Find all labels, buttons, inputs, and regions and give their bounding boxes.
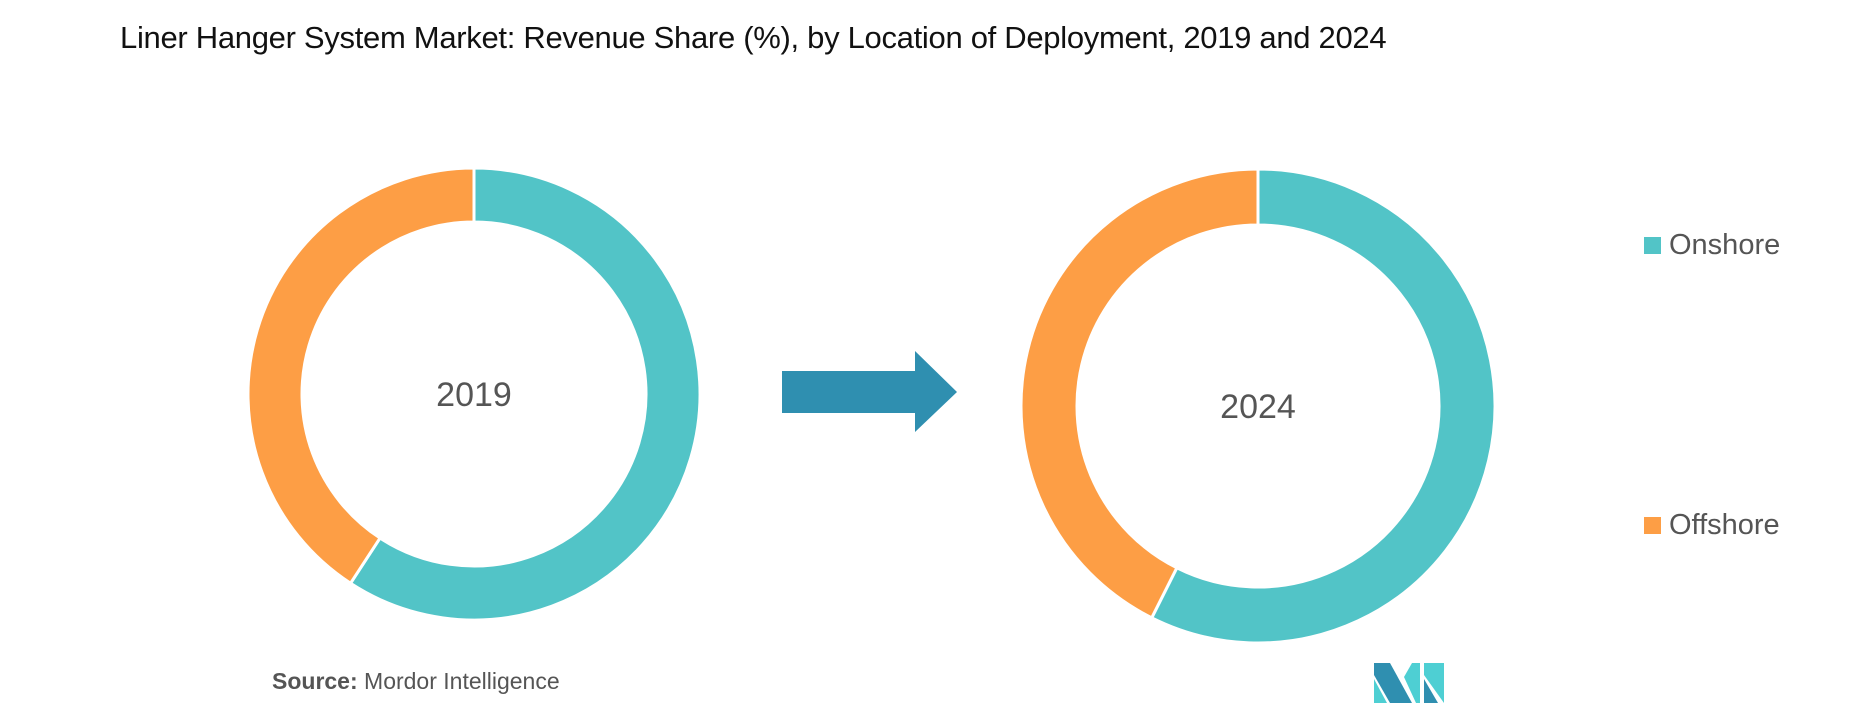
donut-2019 — [246, 166, 702, 622]
legend-item-onshore: Onshore — [1644, 229, 1780, 262]
source-label: Source: — [272, 668, 358, 694]
legend-label-onshore: Onshore — [1669, 229, 1781, 261]
legend-swatch-offshore — [1644, 517, 1661, 534]
source-text: Mordor Intelligence — [364, 668, 560, 694]
legend-item-offshore: Offshore — [1644, 509, 1780, 542]
legend-label-offshore: Offshore — [1669, 509, 1780, 541]
source-note: Source: Mordor Intelligence — [272, 668, 560, 695]
donut-slice-2024-offshore — [1019, 167, 1260, 620]
legend-swatch-onshore — [1644, 237, 1661, 254]
chart-title: Liner Hanger System Market: Revenue Shar… — [120, 20, 1387, 55]
donut-slice-2024-onshore — [1149, 167, 1497, 645]
mordor-logo-icon — [1374, 663, 1444, 703]
donut-slice-2019-offshore — [246, 166, 476, 586]
center-label-2024: 2024 — [1220, 388, 1296, 426]
donut-slice-2019-onshore — [348, 166, 702, 622]
center-label-2019: 2019 — [436, 376, 512, 414]
donut-2024 — [1019, 167, 1497, 645]
arrow-icon — [782, 351, 957, 432]
